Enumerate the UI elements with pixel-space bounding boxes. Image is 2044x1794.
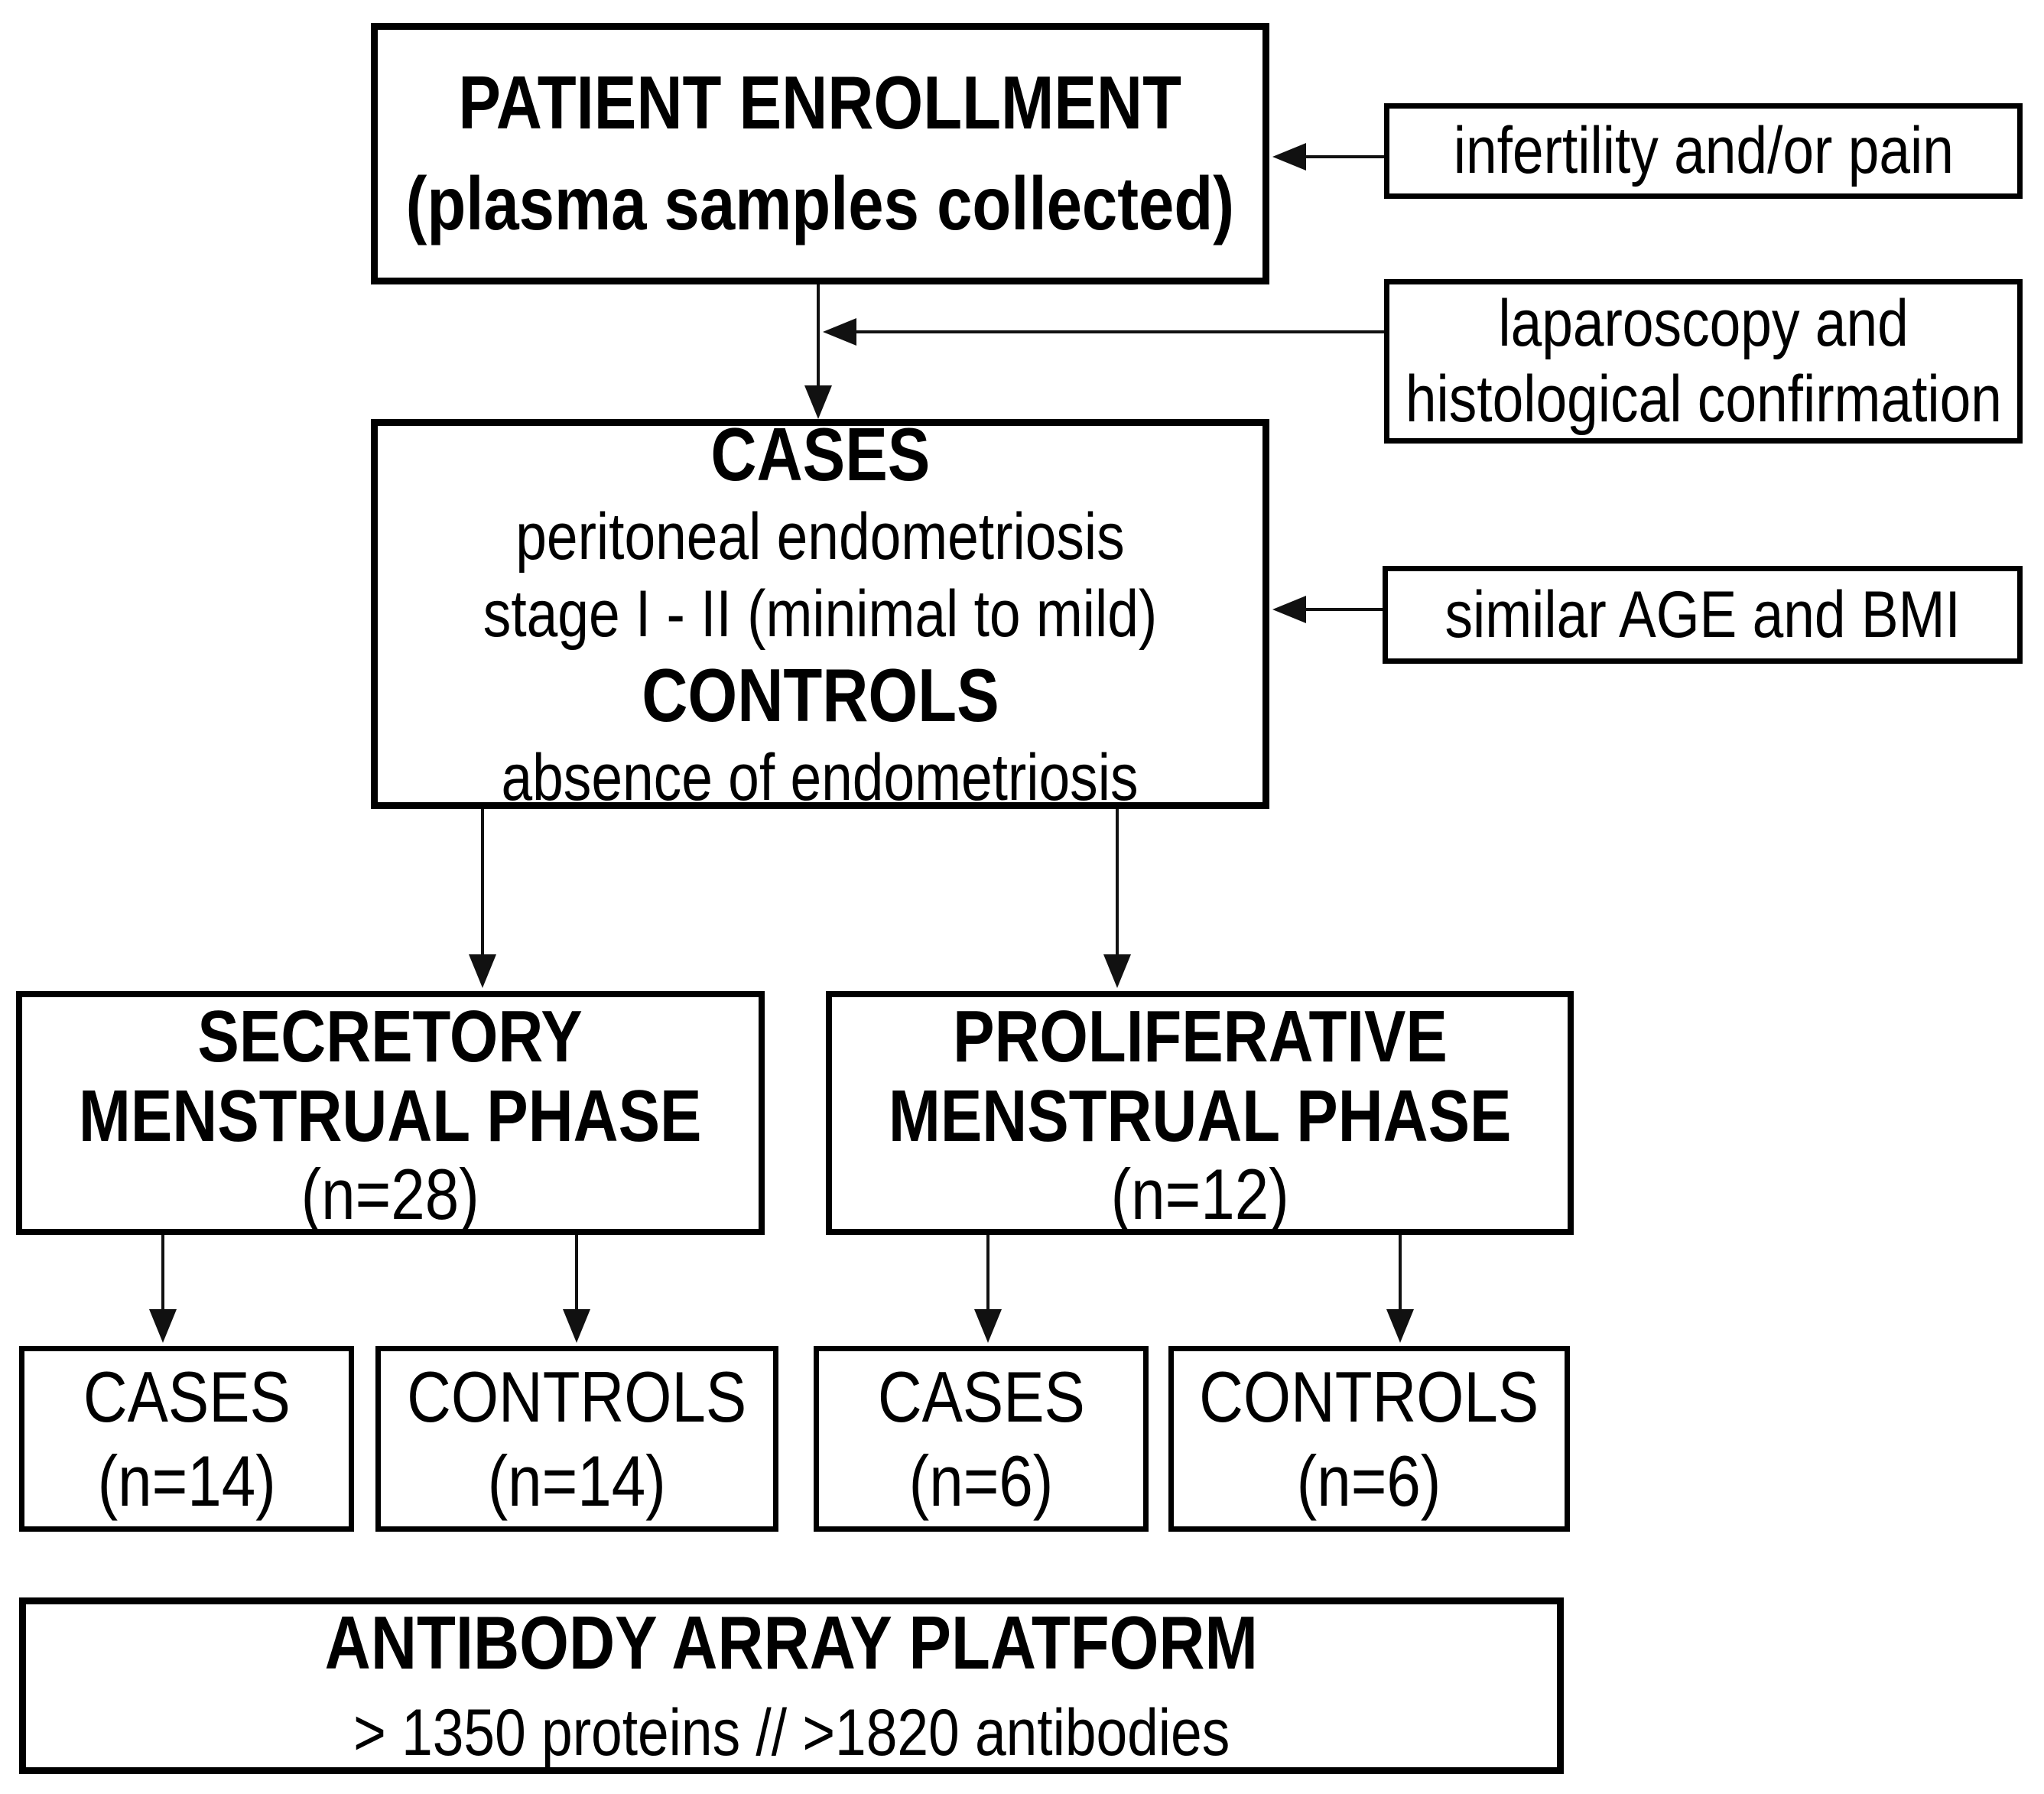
laparoscopy-confirmation-box: laparoscopy and histological confirmatio… bbox=[1384, 279, 2023, 444]
secretory-controls-box: CONTROLS (n=14) bbox=[375, 1346, 778, 1532]
platform-title: ANTIBODY ARRAY PLATFORM bbox=[324, 1601, 1259, 1685]
controls-description: absence of endometriosis bbox=[501, 741, 1139, 815]
secretory-cases-box: CASES (n=14) bbox=[19, 1346, 354, 1532]
infertility-label: infertility and/or pain bbox=[1453, 114, 1954, 188]
arrow-laparoscopy-to-flow bbox=[823, 318, 1384, 346]
cases-description-2: stage I - II (minimal to mild) bbox=[483, 577, 1158, 651]
laparoscopy-line-1: laparoscopy and bbox=[1498, 286, 1909, 360]
antibody-array-platform-box: ANTIBODY ARRAY PLATFORM > 1350 proteins … bbox=[19, 1597, 1564, 1774]
secretory-controls-label: CONTROLS bbox=[407, 1356, 747, 1437]
patient-enrollment-box: PATIENT ENROLLMENT (plasma samples colle… bbox=[371, 23, 1269, 284]
arrow-matching-to-cases bbox=[1272, 596, 1383, 623]
arrow-proliferative-to-cases6 bbox=[974, 1235, 1002, 1343]
secretory-cases-count: (n=14) bbox=[97, 1440, 276, 1521]
arrow-cases-to-proliferative bbox=[1103, 809, 1131, 988]
arrow-cases-to-secretory bbox=[469, 809, 496, 988]
proliferative-count: (n=12) bbox=[1110, 1154, 1289, 1235]
proliferative-phase-box: PROLIFERATIVE MENSTRUAL PHASE (n=12) bbox=[826, 991, 1574, 1235]
proliferative-cases-box: CASES (n=6) bbox=[814, 1346, 1149, 1532]
proliferative-title-2: MENSTRUAL PHASE bbox=[888, 1074, 1512, 1157]
proliferative-controls-box: CONTROLS (n=6) bbox=[1168, 1346, 1570, 1532]
secretory-cases-label: CASES bbox=[83, 1356, 291, 1437]
laparoscopy-line-2: histological confirmation bbox=[1405, 362, 2002, 436]
proliferative-controls-count: (n=6) bbox=[1297, 1440, 1441, 1521]
enrollment-title: PATIENT ENROLLMENT bbox=[458, 60, 1182, 145]
cases-description-1: peritoneal endometriosis bbox=[515, 499, 1125, 574]
cases-heading: CASES bbox=[710, 411, 930, 496]
proliferative-cases-count: (n=6) bbox=[908, 1440, 1054, 1521]
secretory-count: (n=28) bbox=[301, 1154, 480, 1235]
secretory-phase-box: SECRETORY MENSTRUAL PHASE (n=28) bbox=[16, 991, 765, 1235]
matching-label: similar AGE and BMI bbox=[1444, 577, 1961, 652]
cases-controls-definition-box: CASES peritoneal endometriosis stage I -… bbox=[371, 414, 1269, 814]
arrow-proliferative-to-controls6 bbox=[1386, 1235, 1414, 1343]
arrow-infertility-to-enrollment bbox=[1272, 143, 1384, 171]
secretory-controls-count: (n=14) bbox=[487, 1440, 667, 1521]
arrow-enrollment-to-cases bbox=[804, 284, 832, 419]
secretory-title-1: SECRETORY bbox=[197, 996, 583, 1077]
proliferative-controls-label: CONTROLS bbox=[1199, 1356, 1539, 1437]
proliferative-title-1: PROLIFERATIVE bbox=[952, 996, 1448, 1077]
arrow-secretory-to-controls14 bbox=[563, 1235, 590, 1343]
proliferative-cases-label: CASES bbox=[877, 1356, 1085, 1437]
infertility-criteria-box: infertility and/or pain bbox=[1384, 103, 2023, 199]
arrow-secretory-to-cases14 bbox=[149, 1235, 177, 1343]
age-bmi-matching-box: similar AGE and BMI bbox=[1383, 566, 2023, 664]
controls-heading: CONTROLS bbox=[641, 653, 999, 738]
secretory-title-2: MENSTRUAL PHASE bbox=[79, 1074, 702, 1157]
enrollment-subtitle: (plasma samples collected) bbox=[405, 161, 1235, 245]
platform-details: > 1350 proteins // >1820 antibodies bbox=[353, 1695, 1230, 1770]
